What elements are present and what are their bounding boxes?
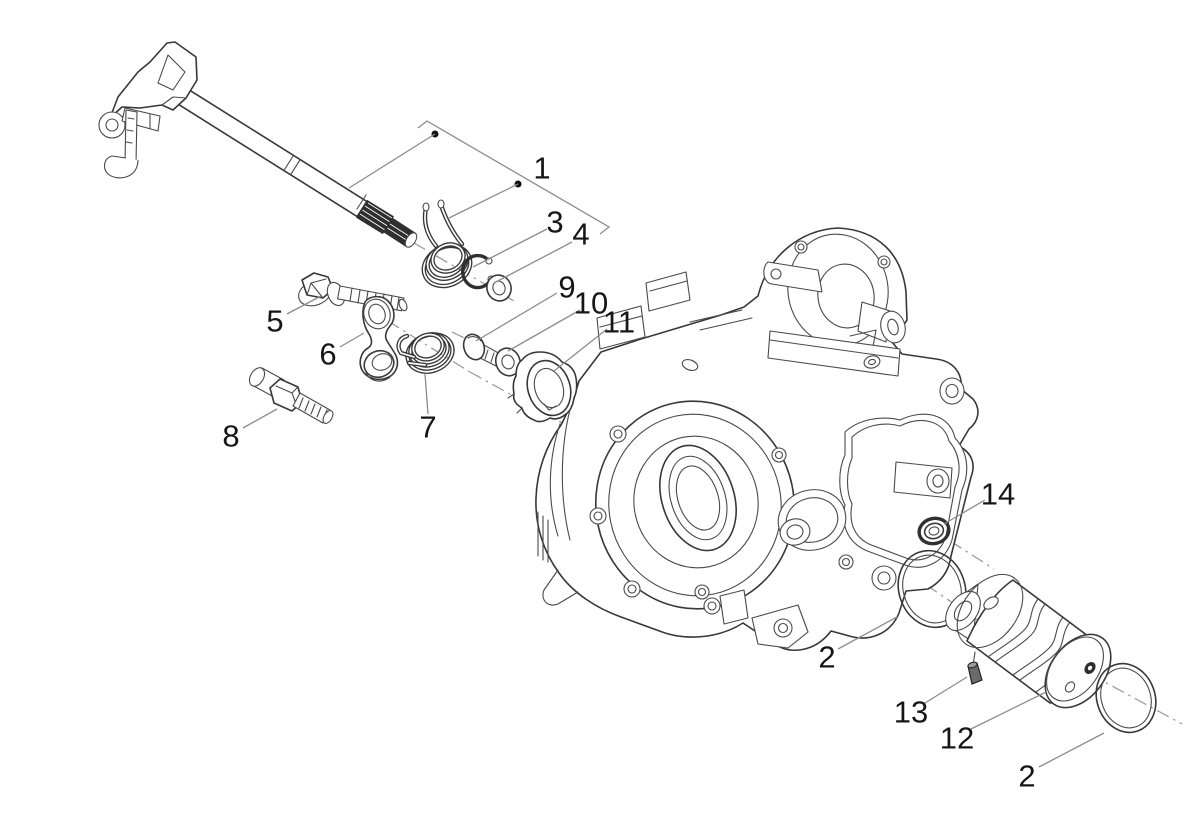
callout-leaders — [242, 120, 1105, 768]
part-11-star-cam — [507, 351, 578, 423]
part-2-o-ring-upper — [897, 549, 967, 629]
callout-label-1: 1 — [533, 151, 550, 186]
callout-label-7: 7 — [419, 410, 436, 445]
callout-label-10: 10 — [574, 286, 608, 321]
part-7-detent-spring — [396, 332, 455, 374]
part-8-plug-screw — [248, 367, 334, 424]
callout-label-13: 13 — [894, 695, 928, 730]
callout-label-2-lower: 2 — [1018, 759, 1035, 794]
part-12-shift-drum — [945, 573, 1112, 709]
crankcase — [535, 227, 979, 651]
callout-label-6: 6 — [319, 337, 336, 372]
part-6-detent-lever — [359, 295, 399, 382]
part-2-o-ring-lower — [1095, 662, 1157, 734]
callout-label-14: 14 — [981, 477, 1015, 512]
callout-label-2-upper: 2 — [818, 640, 835, 675]
callout-label-3: 3 — [546, 205, 563, 240]
part-14-seal-collar — [917, 516, 951, 546]
part-4-washer — [486, 274, 512, 302]
part-10-washer — [494, 347, 522, 377]
callout-label-11: 11 — [603, 305, 635, 340]
part-1-gearshift-lever-and-shaft — [98, 41, 418, 248]
callout-label-5: 5 — [266, 304, 283, 339]
callout-label-9: 9 — [558, 270, 575, 305]
callout-label-4: 4 — [572, 217, 589, 252]
part-1-return-spring — [421, 199, 473, 289]
part-13-dowel-pin — [967, 651, 983, 685]
callout-label-12: 12 — [940, 721, 974, 756]
callout-label-8: 8 — [222, 419, 239, 454]
callout-labels: 1 3 4 5 6 7 8 9 10 11 14 2 13 12 2 — [222, 151, 1035, 794]
